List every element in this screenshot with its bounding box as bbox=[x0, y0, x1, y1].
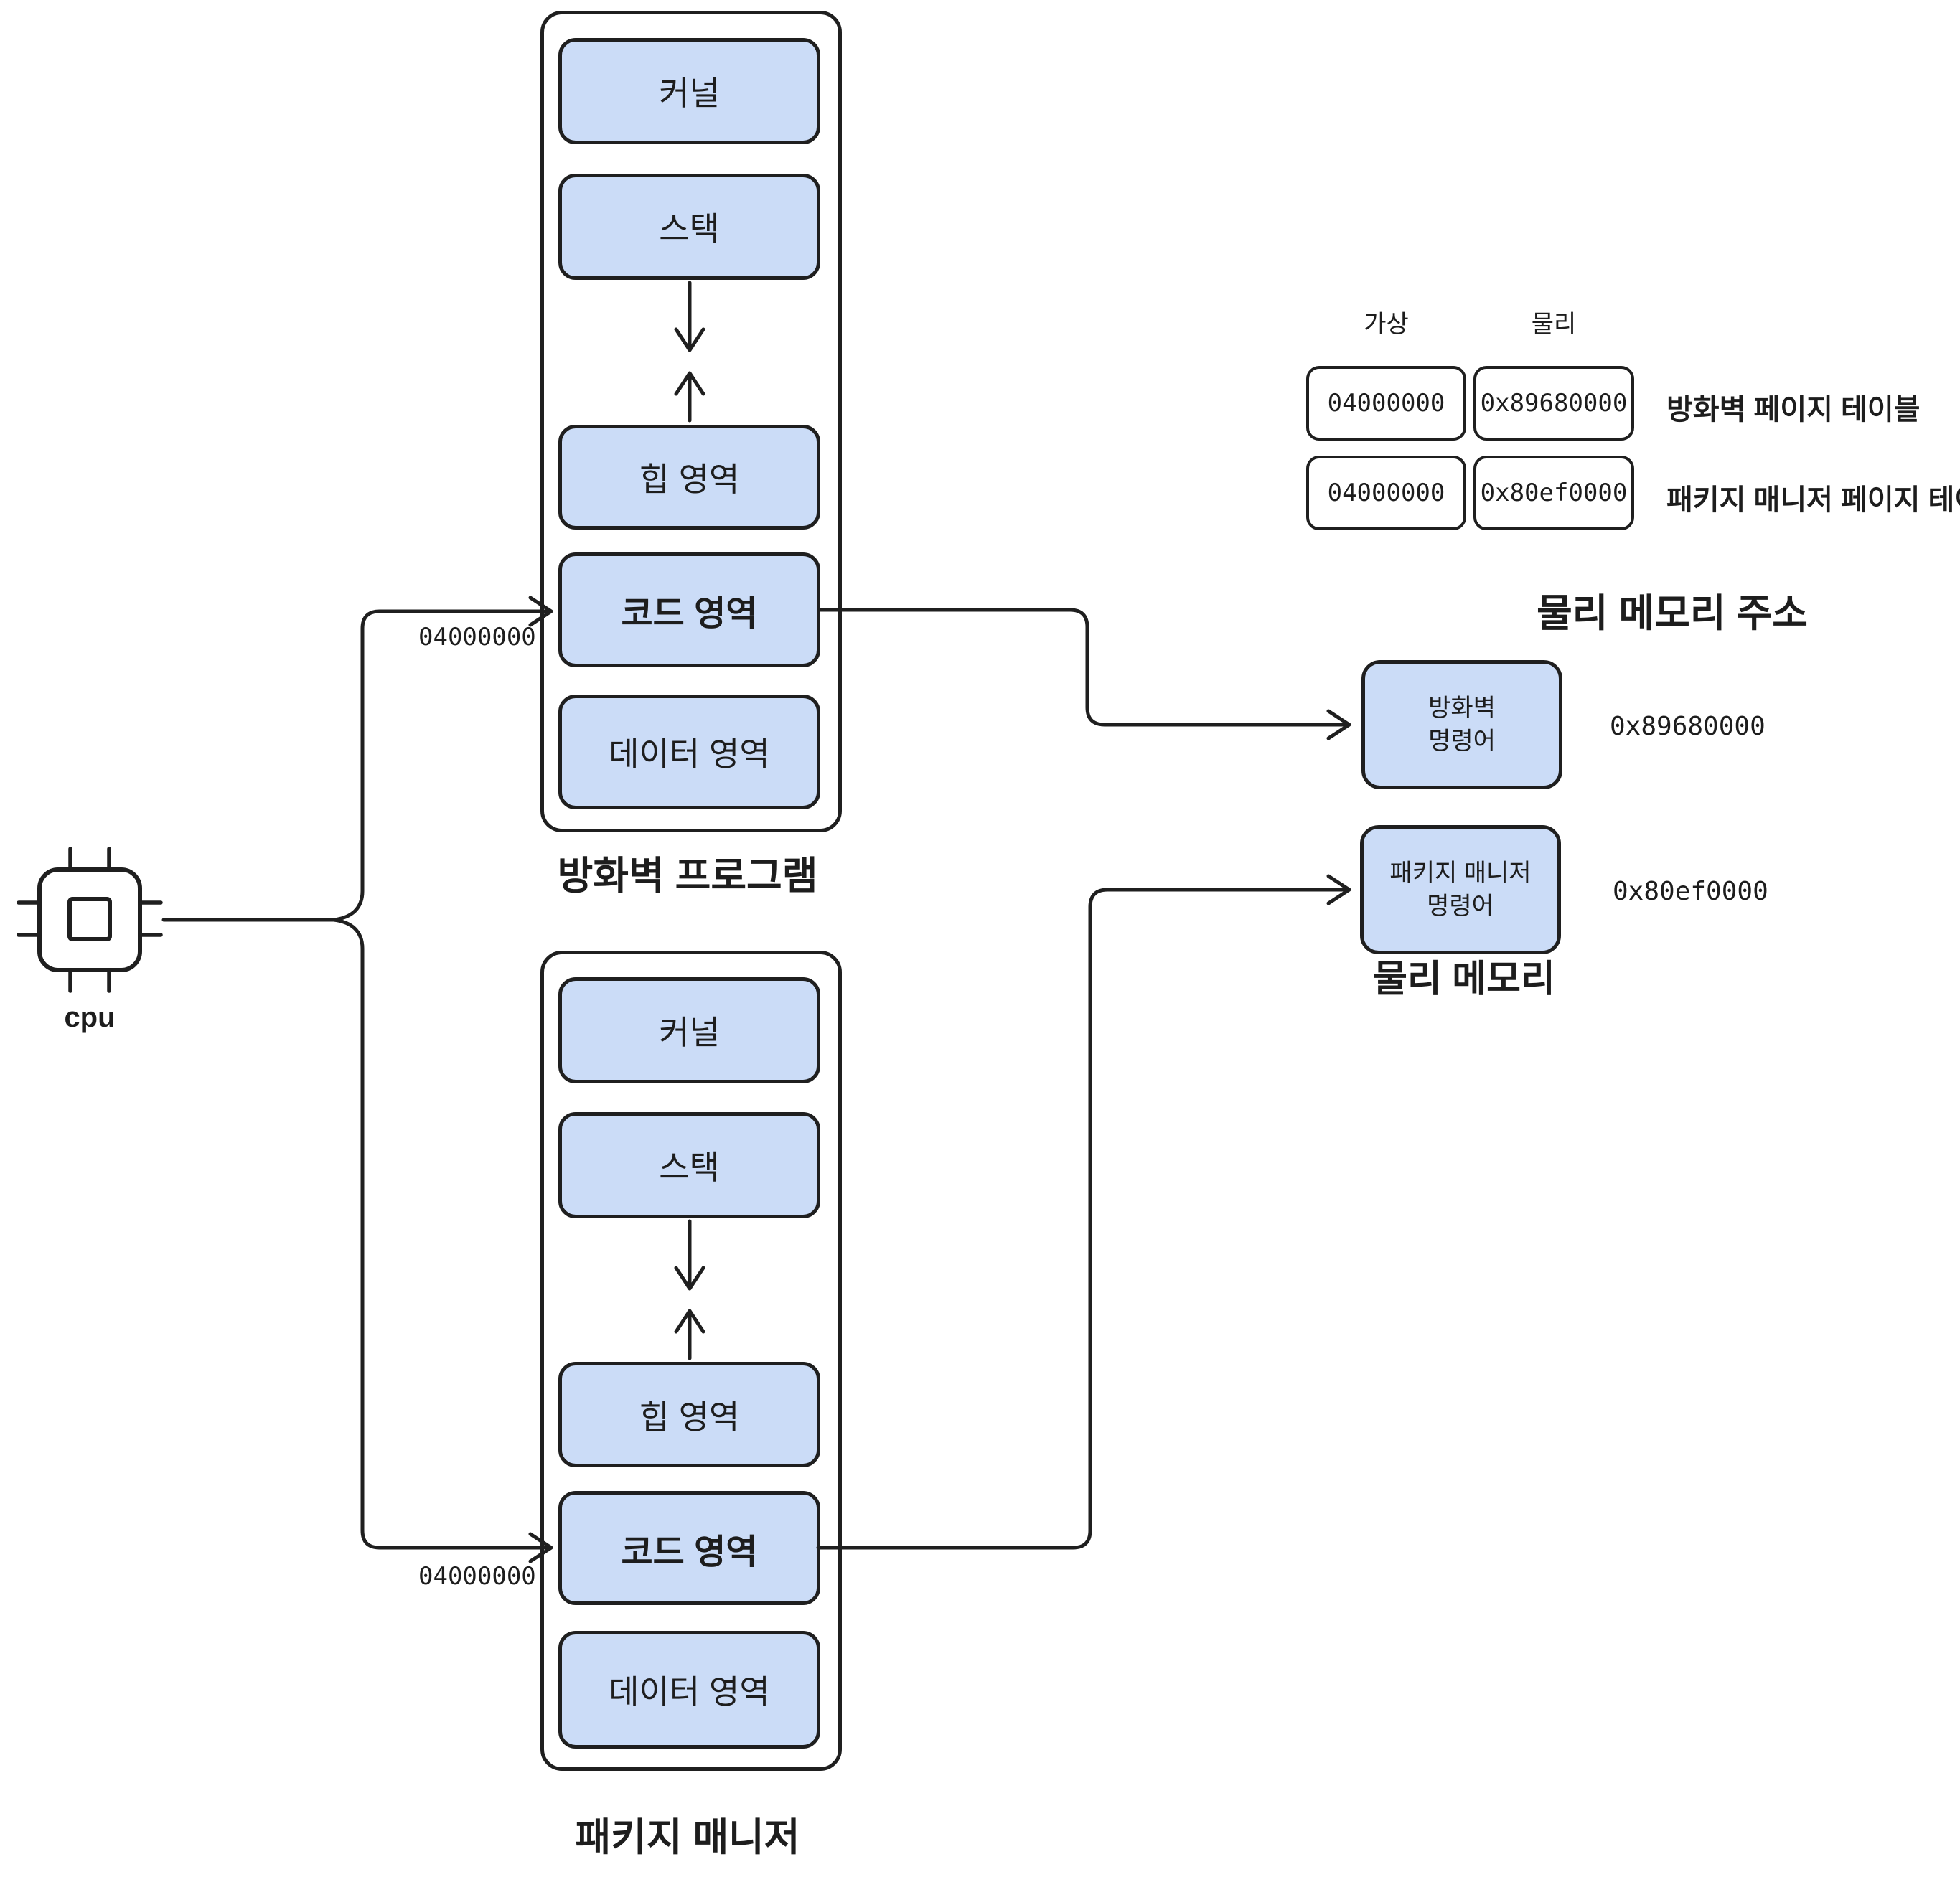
physical-memory-pkg-instr-cell: 패키지 매니저 명령어 bbox=[1360, 825, 1561, 954]
page-table-row1-physical-cell: 0x89680000 bbox=[1473, 366, 1634, 441]
page-table-physical-header: 물리 bbox=[1531, 311, 1577, 338]
pkg-heap-block: 힙 영역 bbox=[558, 1362, 820, 1467]
page-table-row1-label: 방화벽 페이지 테이블 bbox=[1666, 394, 1921, 425]
firewall-instr-line2: 명령어 bbox=[1428, 728, 1496, 755]
page-table-row2-physical-cell: 0x80ef0000 bbox=[1473, 456, 1634, 530]
physical-memory-caption: 물리 메모리 bbox=[1373, 959, 1555, 1000]
firewall-heap-block: 힙 영역 bbox=[558, 425, 820, 530]
firewall-stack-block: 스택 bbox=[558, 174, 820, 280]
pkg-instr-address: 0x80ef0000 bbox=[1613, 877, 1768, 906]
arrowhead-into-firewall-instr bbox=[1326, 709, 1351, 740]
page-table-row1-virtual-cell: 04000000 bbox=[1306, 366, 1466, 441]
page-table-virtual-header: 가상 bbox=[1364, 311, 1409, 338]
arrowhead-into-pkg-instr bbox=[1326, 874, 1351, 905]
wire-pkg-code-to-physical bbox=[816, 874, 1351, 1550]
pkg-data-block: 데이터 영역 bbox=[558, 1631, 820, 1749]
cpu-chip-icon bbox=[17, 847, 163, 993]
pkg-kernel-block: 커널 bbox=[558, 977, 820, 1083]
cpu-label: cpu bbox=[64, 1002, 116, 1033]
page-table-row2-virtual-cell: 04000000 bbox=[1306, 456, 1466, 530]
pkg-process-caption: 패키지 매니저 bbox=[575, 1816, 800, 1859]
wire-firewall-code-to-physical bbox=[818, 608, 1351, 740]
firewall-process-caption: 방화벽 프로그램 bbox=[557, 855, 818, 898]
physical-memory-firewall-instr-cell: 방화벽 명령어 bbox=[1361, 660, 1562, 789]
page-table-row2-label: 패키지 매니저 페이지 테이블 bbox=[1666, 484, 1960, 516]
firewall-kernel-block: 커널 bbox=[558, 38, 820, 144]
pkg-instr-line2: 명령어 bbox=[1427, 893, 1494, 920]
wire-cpu-trunk bbox=[161, 596, 553, 1563]
firewall-data-block: 데이터 영역 bbox=[558, 695, 820, 809]
virtual-address-label-top: 04000000 bbox=[418, 623, 536, 651]
physical-memory-address-title: 물리 메모리 주소 bbox=[1537, 592, 1808, 635]
pkg-stack-block: 스택 bbox=[558, 1112, 820, 1218]
pkg-code-block: 코드 영역 bbox=[558, 1491, 820, 1605]
pkg-instr-line1: 패키지 매니저 bbox=[1389, 860, 1532, 887]
firewall-instr-address: 0x89680000 bbox=[1610, 712, 1766, 741]
virtual-address-label-bottom: 04000000 bbox=[418, 1562, 536, 1591]
firewall-code-block: 코드 영역 bbox=[558, 552, 820, 667]
firewall-instr-line1: 방화벽 bbox=[1428, 695, 1496, 722]
